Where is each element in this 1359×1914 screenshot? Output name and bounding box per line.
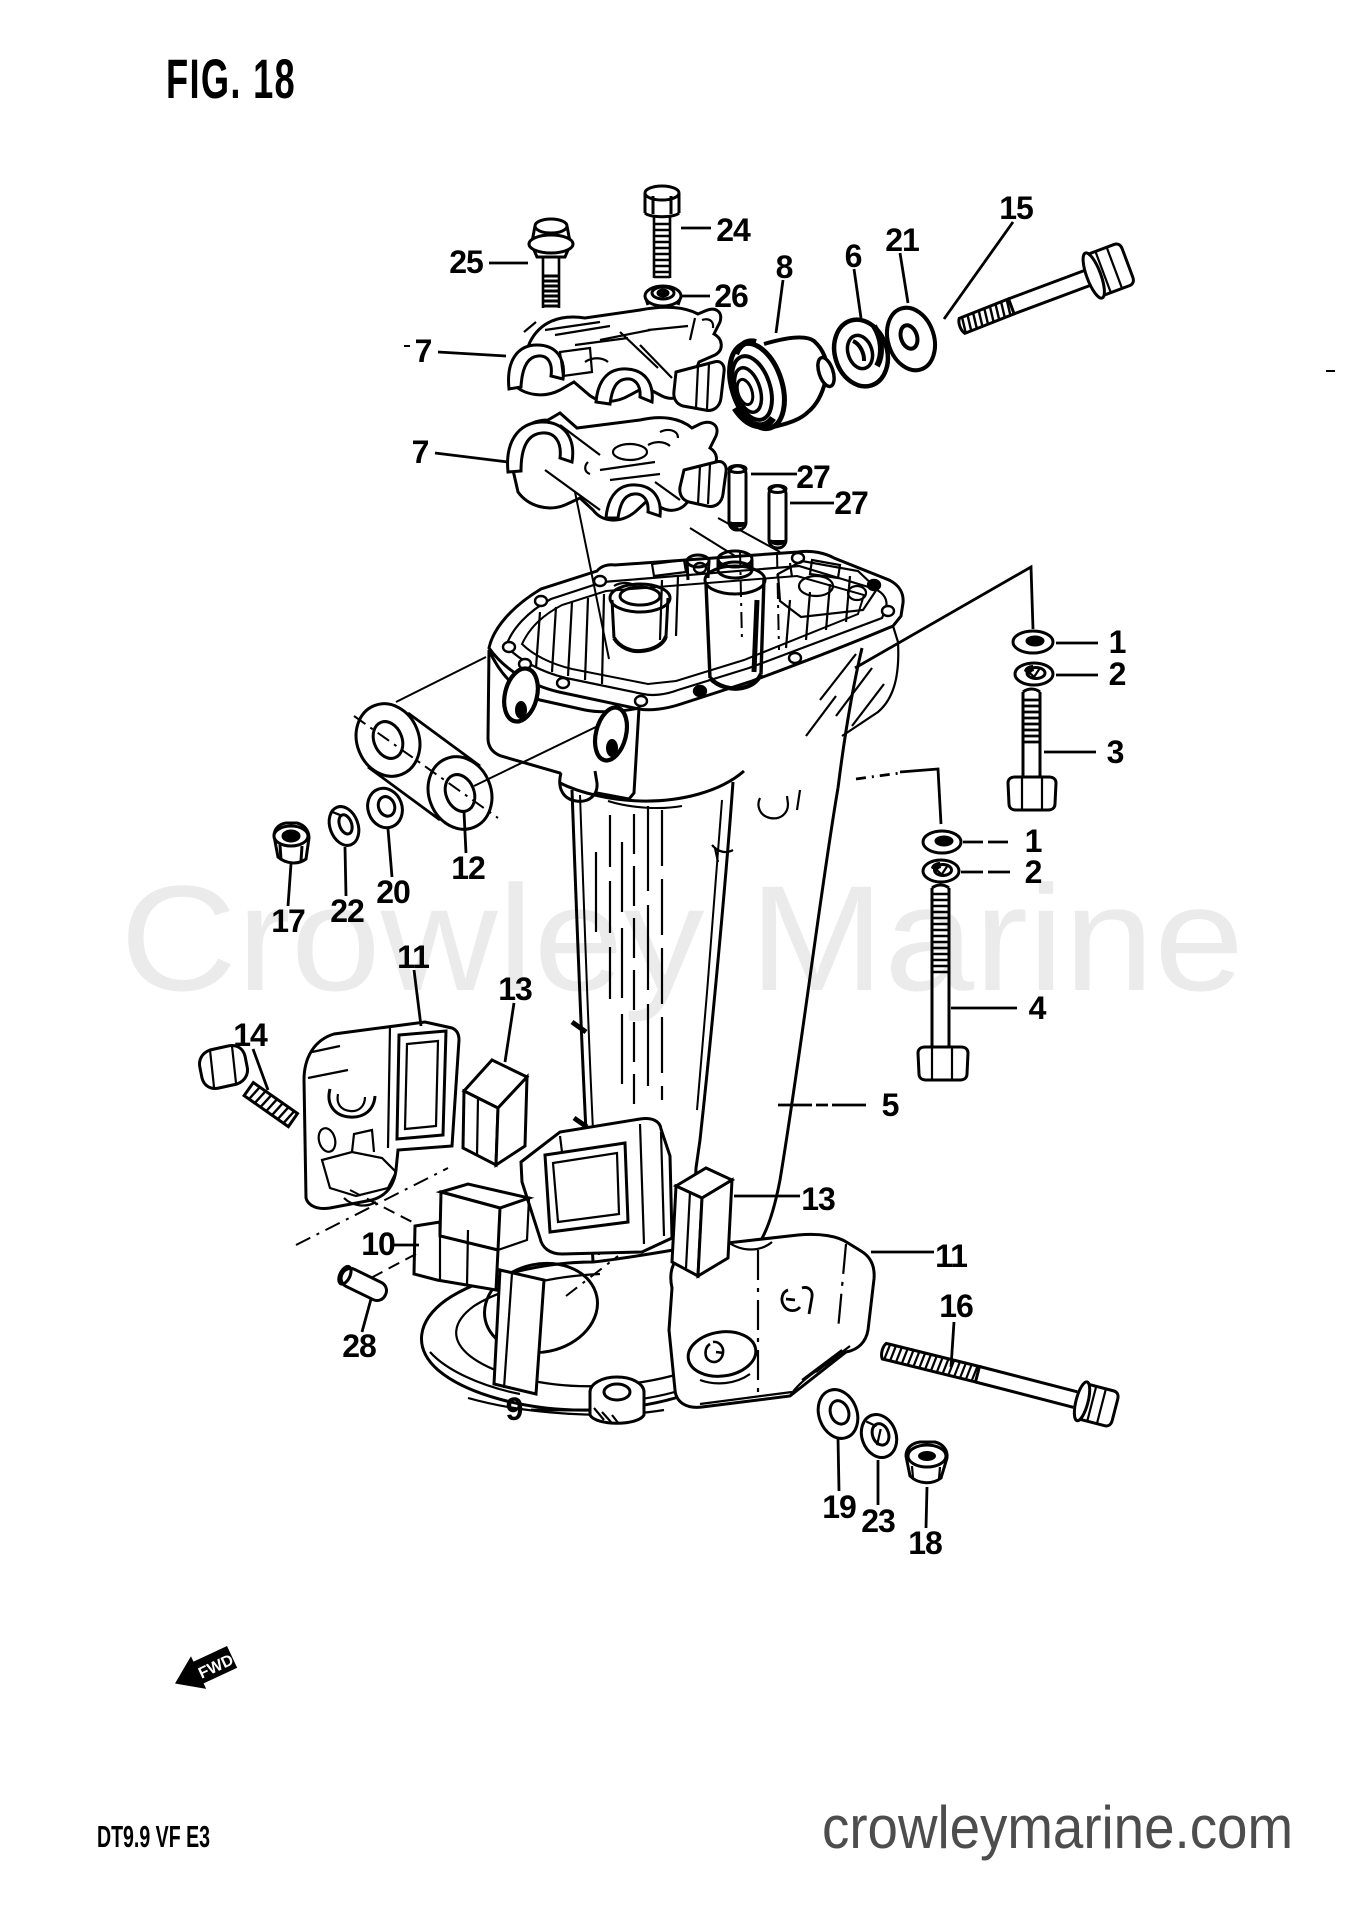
svg-text:1: 1 <box>1109 624 1126 660</box>
svg-text:17: 17 <box>271 903 305 939</box>
svg-text:13: 13 <box>801 1181 835 1217</box>
svg-text:12: 12 <box>451 850 485 886</box>
svg-text:28: 28 <box>342 1328 376 1364</box>
svg-text:5: 5 <box>882 1087 899 1123</box>
svg-text:11: 11 <box>397 939 429 975</box>
svg-text:8: 8 <box>776 249 793 285</box>
svg-text:25: 25 <box>449 244 483 280</box>
svg-text:27: 27 <box>834 485 868 521</box>
svg-text:2: 2 <box>1109 656 1126 692</box>
svg-text:22: 22 <box>330 893 364 929</box>
svg-text:23: 23 <box>861 1503 895 1539</box>
svg-text:15: 15 <box>999 190 1033 226</box>
svg-text:14: 14 <box>233 1017 268 1053</box>
svg-text:Crowley Marine: Crowley Marine <box>120 854 1244 1022</box>
svg-text:1: 1 <box>1025 823 1042 859</box>
svg-text:DT9.9 VF E3: DT9.9 VF E3 <box>97 1819 210 1854</box>
svg-text:21: 21 <box>885 222 919 258</box>
svg-text:7: 7 <box>412 434 429 470</box>
svg-text:11: 11 <box>935 1238 967 1274</box>
svg-text:9: 9 <box>506 1391 523 1427</box>
svg-text:FIG. 18: FIG. 18 <box>166 47 296 110</box>
svg-text:13: 13 <box>498 971 532 1007</box>
svg-text:10: 10 <box>361 1226 395 1262</box>
svg-text:3: 3 <box>1107 734 1124 770</box>
svg-text:2: 2 <box>1025 854 1042 890</box>
svg-text:6: 6 <box>845 238 862 274</box>
svg-text:20: 20 <box>376 874 410 910</box>
svg-text:crowleymarine.com: crowleymarine.com <box>822 1794 1293 1861</box>
svg-text:19: 19 <box>822 1489 856 1525</box>
svg-text:26: 26 <box>714 278 748 314</box>
svg-text:16: 16 <box>939 1288 973 1324</box>
svg-text:24: 24 <box>716 212 751 248</box>
svg-text:18: 18 <box>908 1525 942 1561</box>
svg-text:27: 27 <box>796 459 830 495</box>
svg-text:4: 4 <box>1029 990 1047 1026</box>
svg-text:7: 7 <box>415 333 432 369</box>
